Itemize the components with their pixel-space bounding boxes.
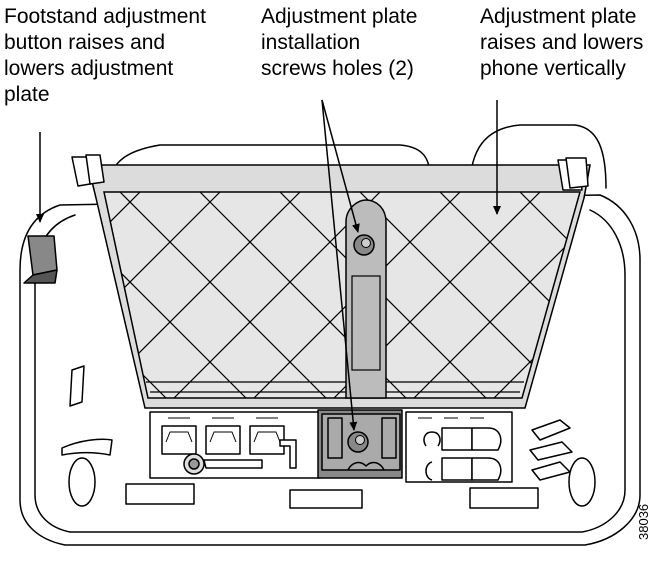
jack-3 <box>249 425 285 455</box>
label-area-center <box>289 489 363 509</box>
hook-right-1 <box>531 419 571 441</box>
headset-jack <box>441 457 473 481</box>
hook-left <box>61 438 113 456</box>
label-area-right <box>469 487 539 509</box>
jack-1 <box>161 425 197 455</box>
arrow-screw-upper <box>321 99 360 233</box>
jack-2 <box>205 425 241 455</box>
footstand-button <box>23 235 58 284</box>
handset-jack <box>441 427 473 451</box>
handset-icon <box>425 461 433 481</box>
callout-footstand-button: Footstand adjustment button raises and l… <box>4 5 206 106</box>
figure-number: 38036 <box>636 503 651 540</box>
side-slot-left <box>69 365 85 407</box>
callout-adjustment-plate: Adjustment plate raises and lowers phone… <box>480 5 644 80</box>
foot-pad-right <box>568 457 596 507</box>
adjustment-plate <box>71 154 591 409</box>
foot-pad-left <box>68 457 96 507</box>
connector-bay <box>149 409 513 483</box>
callout-screw-holes: Adjustment plate installation screws hol… <box>261 5 418 80</box>
arrow-screw-lower <box>321 99 358 431</box>
hook-right-2 <box>529 441 573 461</box>
label-area-left <box>125 483 195 505</box>
headset-icon <box>423 431 441 447</box>
